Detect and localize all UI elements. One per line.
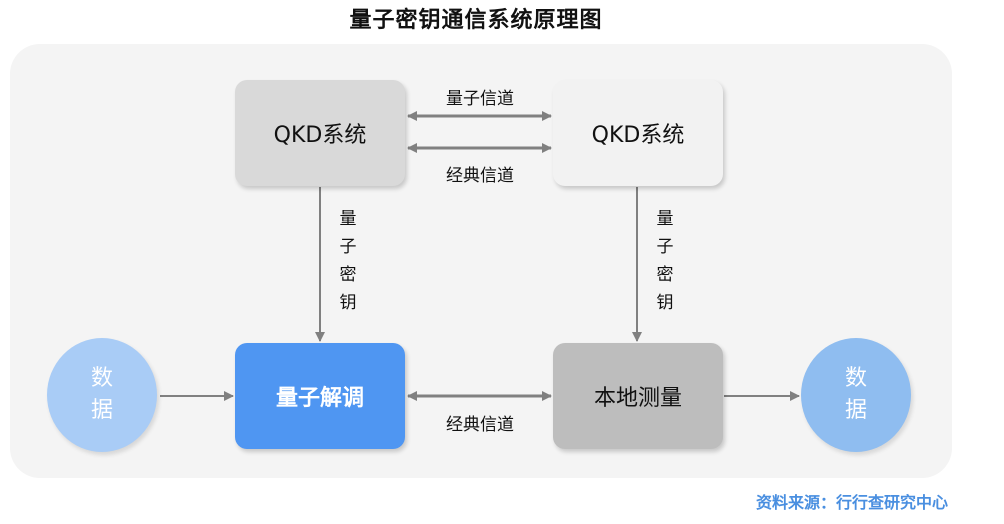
qkd-system-left: QKD系统 [235, 80, 405, 186]
key-char: 子 [339, 237, 357, 257]
key-char: 密 [339, 265, 357, 285]
key-char: 钥 [339, 293, 357, 313]
key-char: 密 [656, 265, 674, 285]
qkd-system-right: QKD系统 [553, 80, 723, 186]
key-char: 量 [339, 209, 357, 229]
key-char: 量 [656, 209, 674, 229]
data-char: 据 [844, 398, 867, 423]
local-measurement-box: 本地测量 [553, 343, 723, 449]
key-char: 子 [656, 237, 674, 257]
data-output-circle: 数 据 [801, 338, 911, 452]
classical-channel-bottom-label: 经典信道 [446, 415, 514, 435]
source-note: 资料来源：行行查研究中心 [755, 493, 948, 512]
data-char: 据 [90, 398, 113, 423]
quantum-channel-label: 量子信道 [446, 89, 514, 109]
key-char: 钥 [656, 293, 674, 313]
data-char: 数 [844, 366, 867, 391]
data-source-circle: 数 据 [47, 338, 157, 452]
quantum-demodulation-box: 量子解调 [235, 343, 405, 449]
diagram-title: 量子密钥通信系统原理图 [349, 8, 603, 33]
quantum-key-right-label: 量 子 密 钥 [655, 205, 675, 317]
quantum-key-left-label: 量 子 密 钥 [338, 205, 358, 317]
classical-channel-top-label: 经典信道 [446, 166, 514, 186]
data-char: 数 [90, 366, 113, 391]
